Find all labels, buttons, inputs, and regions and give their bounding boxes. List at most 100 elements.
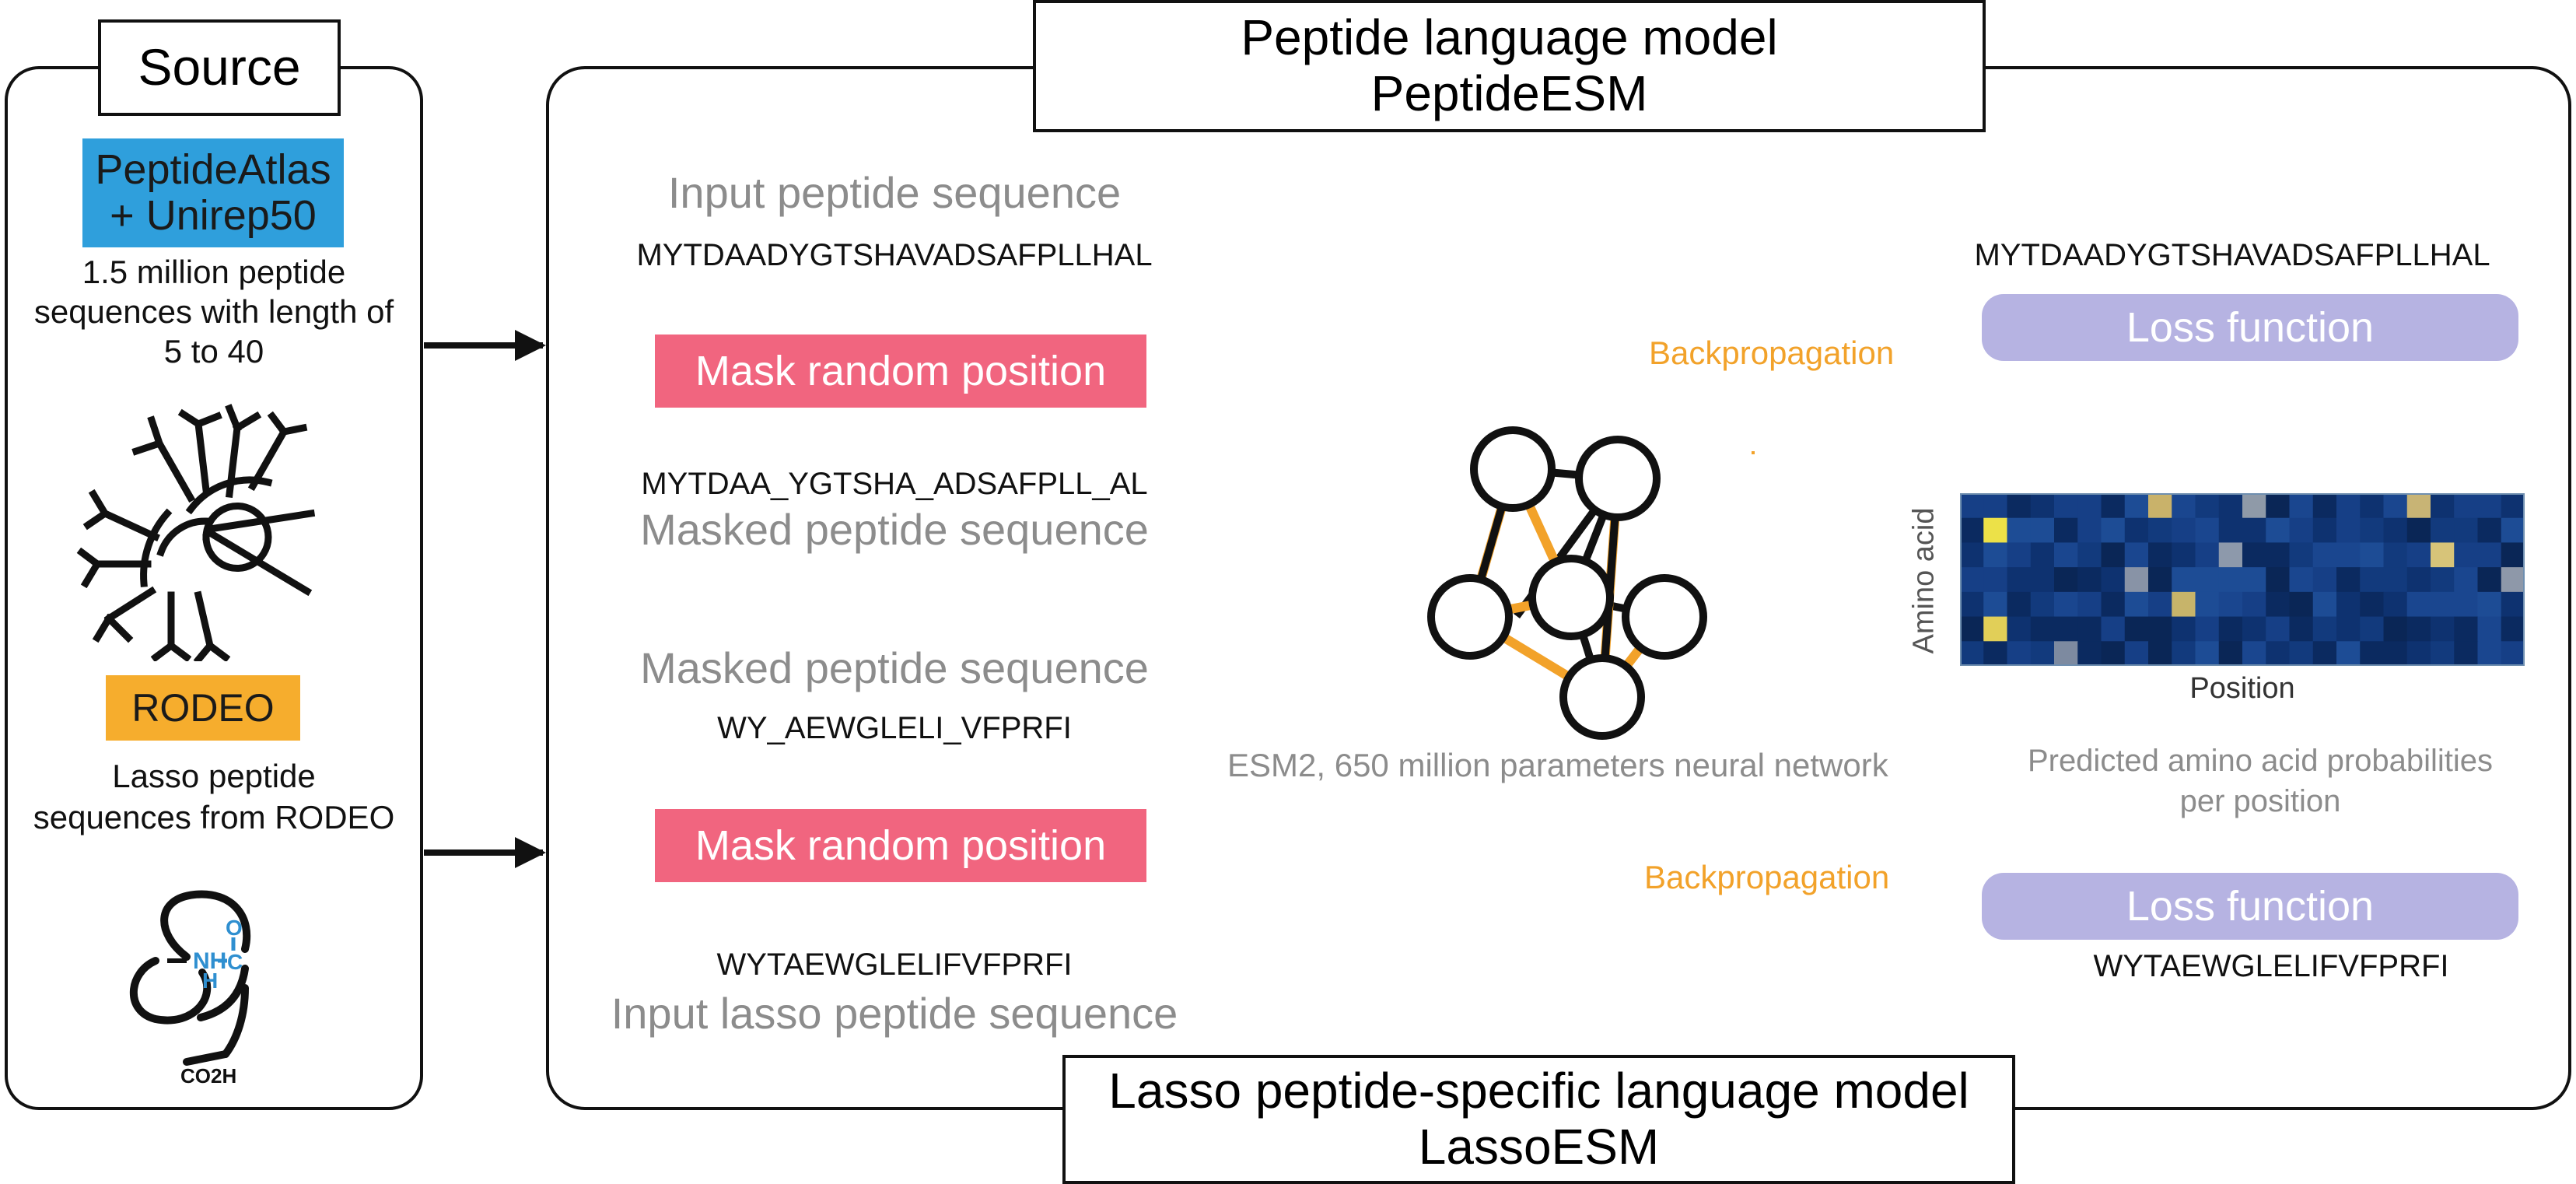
- heatmap-cell: [2007, 542, 2032, 568]
- heatmap-cell: [2101, 567, 2126, 593]
- heatmap-cell: [2077, 567, 2102, 593]
- heatmap-cell: [2383, 616, 2408, 642]
- lasso-input-sequence: WYTAEWGLELIFVFPRFI: [716, 948, 1073, 982]
- heatmap-cell: [2477, 567, 2502, 593]
- heatmap-cell: [2501, 493, 2525, 519]
- heatmap-cell: [2242, 591, 2266, 618]
- heatmap-cell: [2406, 493, 2431, 519]
- heatmap-cell: [2289, 517, 2314, 544]
- peptideatlas-desc-line-3: 5 to 40: [163, 333, 264, 370]
- heatmap-cell: [2336, 517, 2361, 544]
- heatmap-cell: [2030, 567, 2055, 593]
- network-node: [1622, 574, 1707, 660]
- heatmap-cell: [2101, 591, 2126, 618]
- heatmap-cell: [2360, 567, 2385, 593]
- heatmap-cell: [2195, 542, 2220, 568]
- input-peptide-sequence: MYTDAADYGTSHAVADSAFPLLHAL: [636, 238, 1153, 272]
- lasso-o-label: O: [226, 916, 243, 940]
- heatmap-cell: [2124, 591, 2149, 618]
- heatmap-cell: [2172, 641, 2196, 666]
- heatmap-cell: [2266, 591, 2291, 618]
- lasso-masked-sequence: WY_AEWGLELI_VFPRFI: [717, 711, 1072, 745]
- heatmap-cell: [2242, 567, 2266, 593]
- heatmap-cell: [1983, 542, 2008, 568]
- heatmap-cell: [1983, 591, 2008, 618]
- neural-network-icon: [1427, 426, 1707, 740]
- heatmap-cell: [1960, 567, 1984, 593]
- heatmap-cell: [2312, 517, 2337, 544]
- heatmap-cell: [2383, 493, 2408, 519]
- heatmap-cell: [2477, 641, 2502, 666]
- heatmap-cell: [2383, 517, 2408, 544]
- heatmap-cell: [2077, 493, 2102, 519]
- heatmap-cell: [2431, 567, 2455, 593]
- heatmap-cell: [2289, 542, 2314, 568]
- heatmap-cell: [2172, 542, 2196, 568]
- source-title-text: Source: [138, 38, 301, 96]
- heatmap-cell: [1960, 517, 1984, 544]
- heatmap-cell: [2336, 493, 2361, 519]
- heatmap-cell: [2501, 517, 2525, 544]
- heatmap-cell: [2406, 542, 2431, 568]
- heatmap-cell: [2242, 542, 2266, 568]
- heatmap-cell: [2030, 591, 2055, 618]
- loss-function-bottom: Loss function: [1982, 873, 2518, 940]
- heatmap-cell: [2007, 616, 2032, 642]
- heatmap-cell: [2195, 567, 2220, 593]
- heatmap-cell: [2007, 493, 2032, 519]
- peptide-model-title-line-1: Peptide language model: [1241, 9, 1778, 66]
- heatmap-cell: [2054, 591, 2078, 618]
- heatmap-cell: [2242, 641, 2266, 666]
- heatmap-cell: [2101, 493, 2126, 519]
- heatmap-cell: [2242, 517, 2266, 544]
- heatmap-cell: [2218, 591, 2243, 618]
- heatmap-cell: [2454, 591, 2479, 618]
- heatmap-cell: [2101, 616, 2126, 642]
- heatmap-cell: [2101, 542, 2126, 568]
- output-peptide-sequence: MYTDAADYGTSHAVADSAFPLLHAL: [1974, 238, 2490, 272]
- heatmap-cell: [2077, 616, 2102, 642]
- heatmap-cell: [2030, 616, 2055, 642]
- heatmap-cell: [2148, 616, 2172, 642]
- lasso-c-label: C: [227, 950, 243, 974]
- heatmap-cell: [2172, 591, 2196, 618]
- heatmap-cell: [2477, 591, 2502, 618]
- probability-heatmap: [1960, 493, 2525, 666]
- lasso-model-title-line-1: Lasso peptide-specific language model: [1108, 1063, 1969, 1119]
- heatmap-cell: [2054, 542, 2078, 568]
- rodeo-desc-line-1: Lasso peptide: [112, 758, 316, 794]
- heatmap-cell: [2360, 591, 2385, 618]
- heatmap-cell: [2054, 567, 2078, 593]
- heatmap-cell: [2148, 641, 2172, 666]
- peptideatlas-label: PeptideAtlas + Unirep50: [82, 138, 344, 247]
- mask-random-position-bottom: Mask random position: [655, 809, 1146, 882]
- heatmap-cell: [2242, 493, 2266, 519]
- heatmap-cell: [2054, 641, 2078, 666]
- heatmap-cell: [2336, 542, 2361, 568]
- heatmap-cell: [2312, 542, 2337, 568]
- heatmap-cell: [2336, 616, 2361, 642]
- heatmap-cell: [2148, 591, 2172, 618]
- heatmap-cell: [2218, 493, 2243, 519]
- heatmap-cell: [2406, 641, 2431, 666]
- heatmap-cell: [2501, 542, 2525, 568]
- heatmap-cell: [2030, 517, 2055, 544]
- lasso-output-sequence: WYTAEWGLELIFVFPRFI: [2093, 949, 2449, 983]
- heatmap-cell: [2195, 517, 2220, 544]
- heatmap-cell: [2007, 591, 2032, 618]
- heatmap-cell: [2454, 517, 2479, 544]
- network-node: [1528, 555, 1614, 640]
- heatmap-cell: [2172, 567, 2196, 593]
- heatmap-cell: [2360, 641, 2385, 666]
- heatmap-cell: [2454, 542, 2479, 568]
- heatmap-cell: [2312, 591, 2337, 618]
- heatmap-cell: [2431, 641, 2455, 666]
- heatmap-cell: [2406, 616, 2431, 642]
- heatmap-cell: [2501, 616, 2525, 642]
- heatmap-cell: [2148, 517, 2172, 544]
- rodeo-desc-line-2: sequences from RODEO: [33, 798, 395, 835]
- heatmap-cell: [2406, 591, 2431, 618]
- heatmap-cell: [2266, 517, 2291, 544]
- heatmap-cell: [2501, 641, 2525, 666]
- heatmap-cell: [2101, 641, 2126, 666]
